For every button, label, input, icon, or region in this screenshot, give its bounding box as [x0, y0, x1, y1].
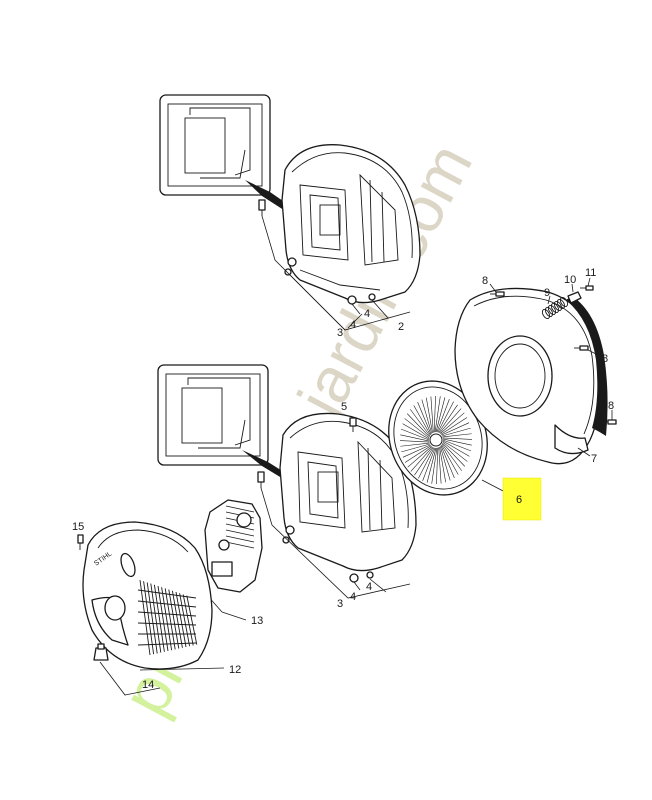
callout-12: 12 — [229, 664, 241, 676]
callout-2: 2 — [398, 321, 404, 333]
callout-13: 13 — [251, 615, 263, 627]
callout-8-top: 8 — [482, 275, 488, 287]
screws-cover — [490, 285, 617, 425]
callout-4-lower-a: 4 — [366, 581, 372, 593]
callout-10: 10 — [564, 274, 576, 286]
screw-upper — [258, 199, 266, 216]
callout-4-upper-b: 4 — [350, 319, 356, 331]
engine — [200, 499, 263, 621]
callout-4-upper-a: 4 — [364, 308, 370, 320]
impeller-vanes — [399, 395, 473, 485]
spring-cap — [567, 291, 582, 304]
highlight-box-6 — [502, 477, 542, 521]
callout-3-upper: 3 — [337, 327, 343, 339]
callout-9: 9 — [544, 287, 550, 299]
leader-lines-upper — [261, 215, 411, 331]
spring — [541, 296, 569, 320]
lower-fan-housing — [279, 412, 417, 583]
screw-lower — [257, 471, 265, 488]
leader-lines-cover — [489, 277, 613, 420]
knob-part-14 — [93, 643, 161, 696]
fan-cover — [454, 287, 608, 465]
callout-4-lower-b: 4 — [350, 591, 356, 603]
upper-fan-housing — [281, 144, 421, 305]
callout-8-right: 8 — [602, 353, 608, 365]
callout-14: 14 — [142, 679, 154, 691]
callout-15: 15 — [72, 521, 84, 533]
impeller — [388, 380, 506, 496]
callout-5: 5 — [341, 401, 347, 413]
screw-part-5 — [349, 417, 357, 432]
callout-6: 6 — [516, 494, 522, 506]
screw-part-15 — [77, 534, 84, 550]
engine-cover: STIHL — [82, 521, 225, 671]
callouts: 2 3 4 4 5 3 4 4 6 7 8 8 8 9 10 11 12 13 … — [72, 267, 614, 691]
leader-lines-lower — [260, 487, 411, 599]
callout-7: 7 — [591, 453, 597, 465]
callout-8-lower: 8 — [608, 400, 614, 412]
callout-11: 11 — [585, 267, 596, 279]
callout-3-lower: 3 — [337, 598, 343, 610]
